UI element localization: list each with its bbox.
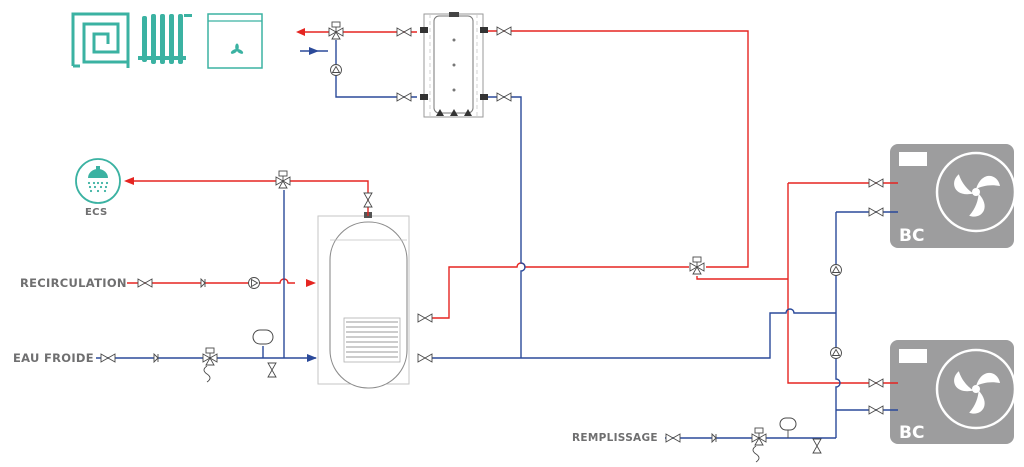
radiator-icon xyxy=(138,14,192,64)
fan-coil-icon xyxy=(207,13,263,69)
heat-pump-bottom-label: BC xyxy=(899,423,925,443)
ecs-label: ECS xyxy=(85,207,108,218)
heat-pump-top xyxy=(890,144,1017,248)
hot-pipes xyxy=(127,30,898,384)
shower-icon xyxy=(75,158,121,204)
underfloor-heating-icon xyxy=(71,12,130,68)
heat-pump-bottom xyxy=(890,340,1017,444)
remplissage-label: REMPLISSAGE xyxy=(572,432,658,444)
fittings xyxy=(100,21,884,463)
heat-pump-top-label: BC xyxy=(899,226,925,246)
dhw-tank xyxy=(317,212,410,389)
eau-froide-label: EAU FROIDE xyxy=(13,351,94,365)
recirculation-label: RECIRCULATION xyxy=(20,276,127,290)
buffer-tank xyxy=(420,12,488,118)
